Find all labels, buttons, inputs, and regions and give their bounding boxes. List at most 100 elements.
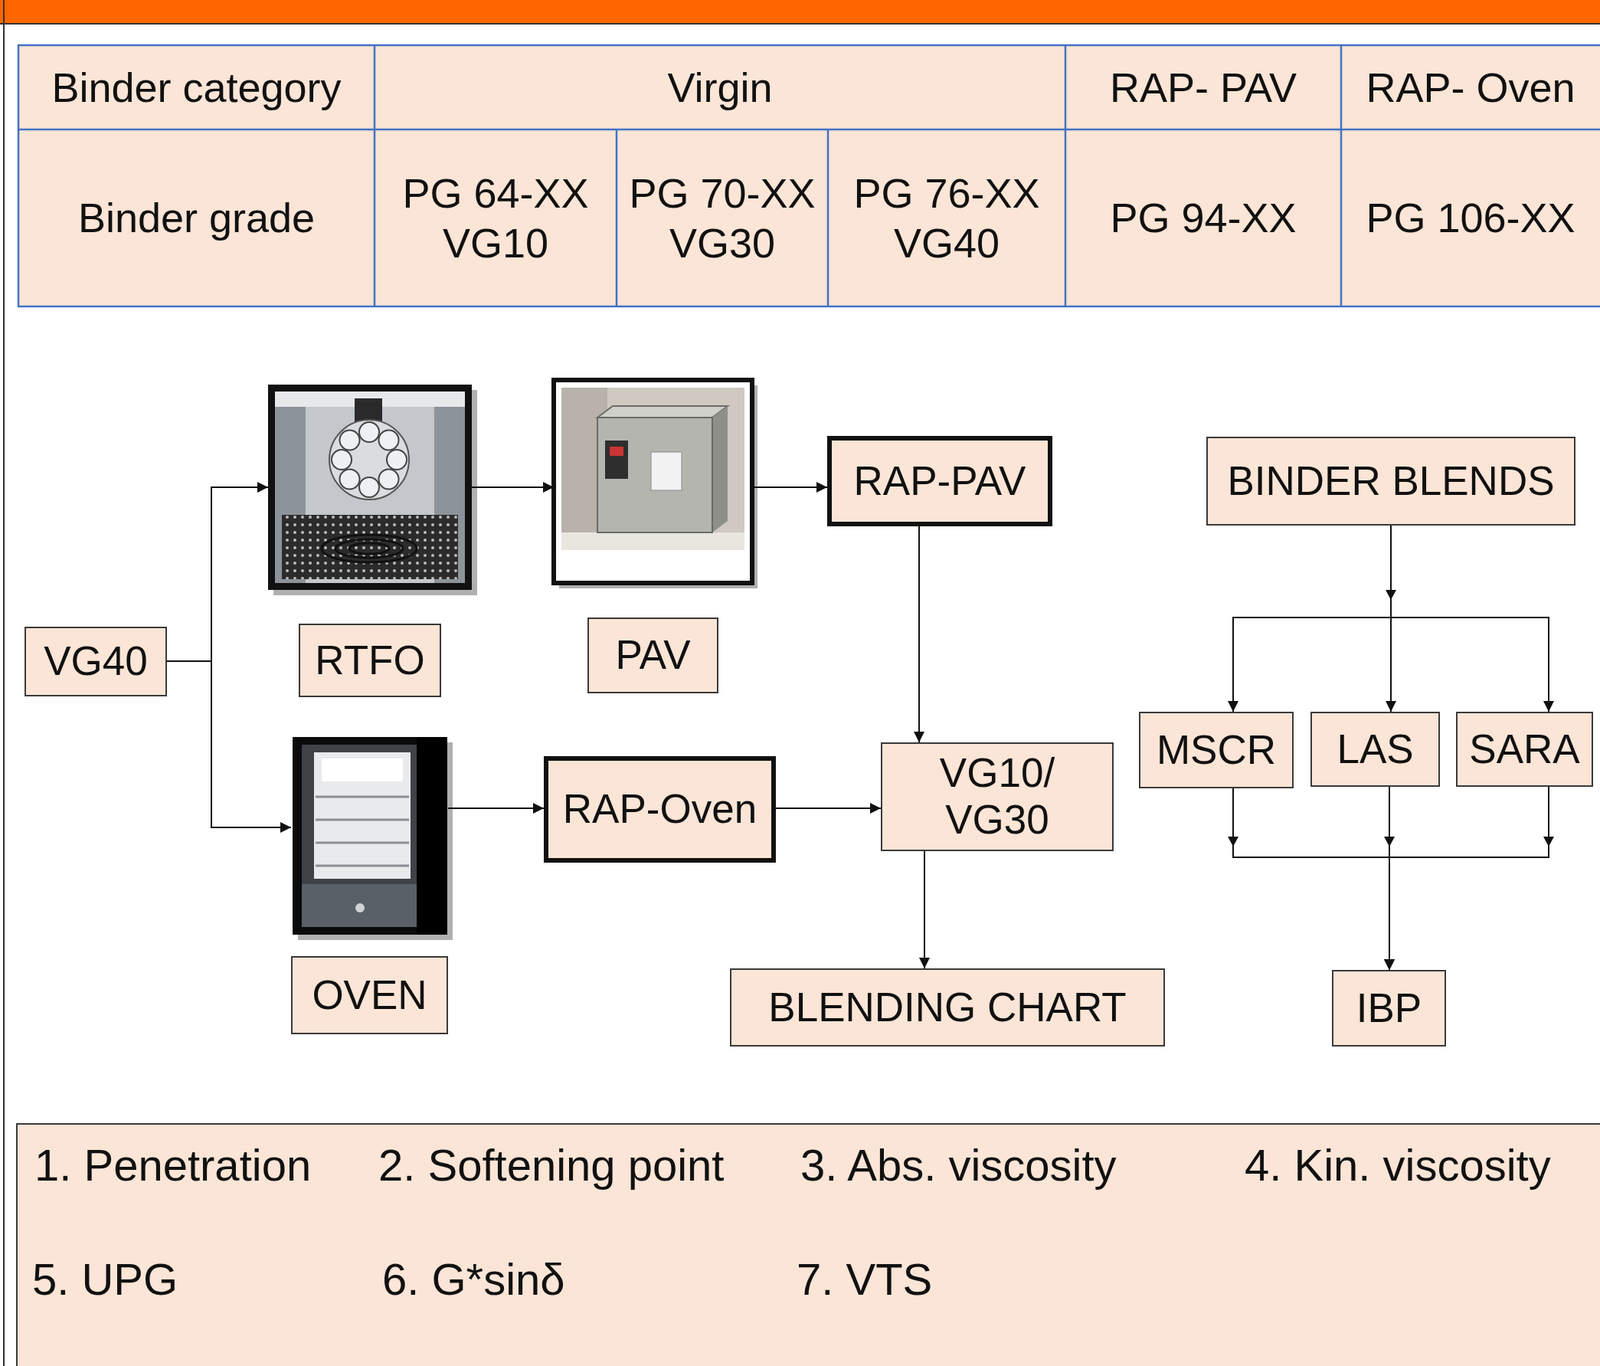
bottle [359, 477, 380, 498]
table-rule [827, 129, 830, 307]
equipment-node: OVEN [291, 736, 449, 1034]
table-text: Binder category [51, 62, 341, 113]
node-label: VG40 [43, 638, 148, 685]
table-grid [18, 45, 1600, 307]
photo-floor [561, 532, 745, 550]
bottle [386, 449, 407, 470]
oven-cavity [314, 752, 411, 879]
table-rule [1064, 45, 1067, 307]
material-box: VG10/ VG30 [880, 742, 1114, 851]
table-rule [1340, 45, 1343, 307]
node-label: LAS [1336, 726, 1414, 773]
node-label: SARA [1469, 726, 1580, 773]
node-label: PAV [615, 631, 691, 679]
rap-box: RAP-PAV [827, 435, 1053, 527]
table-cell: RAP- PAV [1065, 45, 1342, 130]
table-text: RAP- Oven [1365, 62, 1575, 113]
photo-frame [553, 379, 753, 583]
table-cell: Binder category [18, 45, 375, 130]
table-rule [18, 128, 1600, 131]
flow-arrow [166, 487, 269, 661]
table-text: PG 64-XX VG10 [380, 168, 611, 269]
title-bar [0, 0, 1600, 23]
table-cell: PG 76-XX VG40 [827, 129, 1066, 307]
test-box: SARA [1456, 711, 1594, 787]
list-item: 5. UPG [32, 1252, 178, 1306]
rap-box: RAP-Oven [543, 755, 776, 863]
table-cell: PG 94-XX [1065, 129, 1342, 307]
bottle [331, 449, 352, 470]
table-cell: RAP- Oven [1341, 45, 1600, 130]
list-slot: 5. UPG [32, 1252, 178, 1306]
bottle [340, 469, 360, 490]
node-label: RAP-Oven [562, 785, 757, 833]
oven-shelf [315, 864, 409, 868]
table-ground [18, 45, 1600, 307]
flow-arrow [1233, 525, 1391, 712]
flow-arrow [775, 807, 881, 809]
node-label: RTFO [314, 637, 425, 684]
rtfo-photo [268, 384, 478, 596]
flow-arrow [1233, 788, 1390, 970]
table-text: Binder grade [78, 193, 315, 243]
list-slot: 6. G*sinδ [382, 1252, 566, 1306]
vessel-front [597, 417, 713, 533]
list-slot: 3. Abs. viscosity [800, 1138, 1117, 1192]
display [609, 446, 624, 456]
node-label: BINDER BLENDS [1226, 458, 1555, 505]
control-panel [605, 440, 629, 479]
oven-shelf [315, 795, 409, 799]
node-label: BLENDING CHART [768, 984, 1126, 1031]
caption-box: PAV [587, 617, 719, 694]
oven-knob [355, 903, 365, 913]
list-item: 3. Abs. viscosity [800, 1138, 1117, 1192]
table-text: Virgin [667, 62, 773, 113]
oven-door-frame [301, 744, 417, 884]
oven-photo [292, 736, 453, 940]
list-slot: 4. Kin. viscosity [1244, 1138, 1551, 1192]
list-item: 1. Penetration [34, 1138, 311, 1192]
table-cell: Binder grade [18, 129, 375, 307]
bottle [359, 422, 380, 442]
table-cell: Virgin [374, 45, 1066, 130]
table-cell: PG 106-XX [1341, 129, 1600, 307]
rack-grid [281, 514, 459, 580]
vessel-top [597, 405, 728, 418]
bottle [379, 430, 400, 451]
flow-arrow [1389, 786, 1549, 970]
caption-box: OVEN [291, 955, 449, 1034]
sticker [651, 451, 682, 491]
output-box: BLENDING CHART [729, 968, 1165, 1047]
frame-line [3, 0, 5, 1366]
node-label: IBP [1356, 984, 1422, 1032]
equipment-node: RTFO [268, 384, 472, 697]
table-rule [615, 129, 619, 307]
rack [281, 514, 459, 580]
oven-interior [274, 391, 465, 583]
table-text: RAP- PAV [1109, 62, 1297, 113]
list-item: 4. Kin. viscosity [1244, 1138, 1551, 1192]
table-text: PG 94-XX [1109, 193, 1296, 243]
oven-base [301, 883, 417, 927]
photo-wall [561, 387, 745, 550]
flow-arrow [166, 660, 292, 828]
caption-box: RTFO [298, 623, 442, 697]
oven-shelf [315, 818, 409, 822]
list-slot: 7. VTS [796, 1252, 933, 1306]
flow-arrow [1390, 525, 1549, 712]
pav-photo [553, 379, 758, 589]
output-box: IBP [1331, 969, 1447, 1047]
material-box: VG40 [24, 626, 167, 697]
table-text: PG 76-XX VG40 [834, 168, 1060, 269]
table-cell: PG 70-XX VG30 [616, 129, 828, 307]
list-slot: 1. Penetration [34, 1138, 311, 1192]
photo-edge [416, 736, 448, 935]
list-item: 2. Softening point [378, 1138, 724, 1192]
heating-coil [349, 543, 390, 554]
flow-arrow [918, 526, 920, 743]
node-label: MSCR [1156, 726, 1277, 774]
list-item: 7. VTS [796, 1252, 933, 1306]
flow-arrow [471, 486, 554, 488]
bottle [340, 430, 360, 451]
photo-frame [292, 736, 448, 935]
